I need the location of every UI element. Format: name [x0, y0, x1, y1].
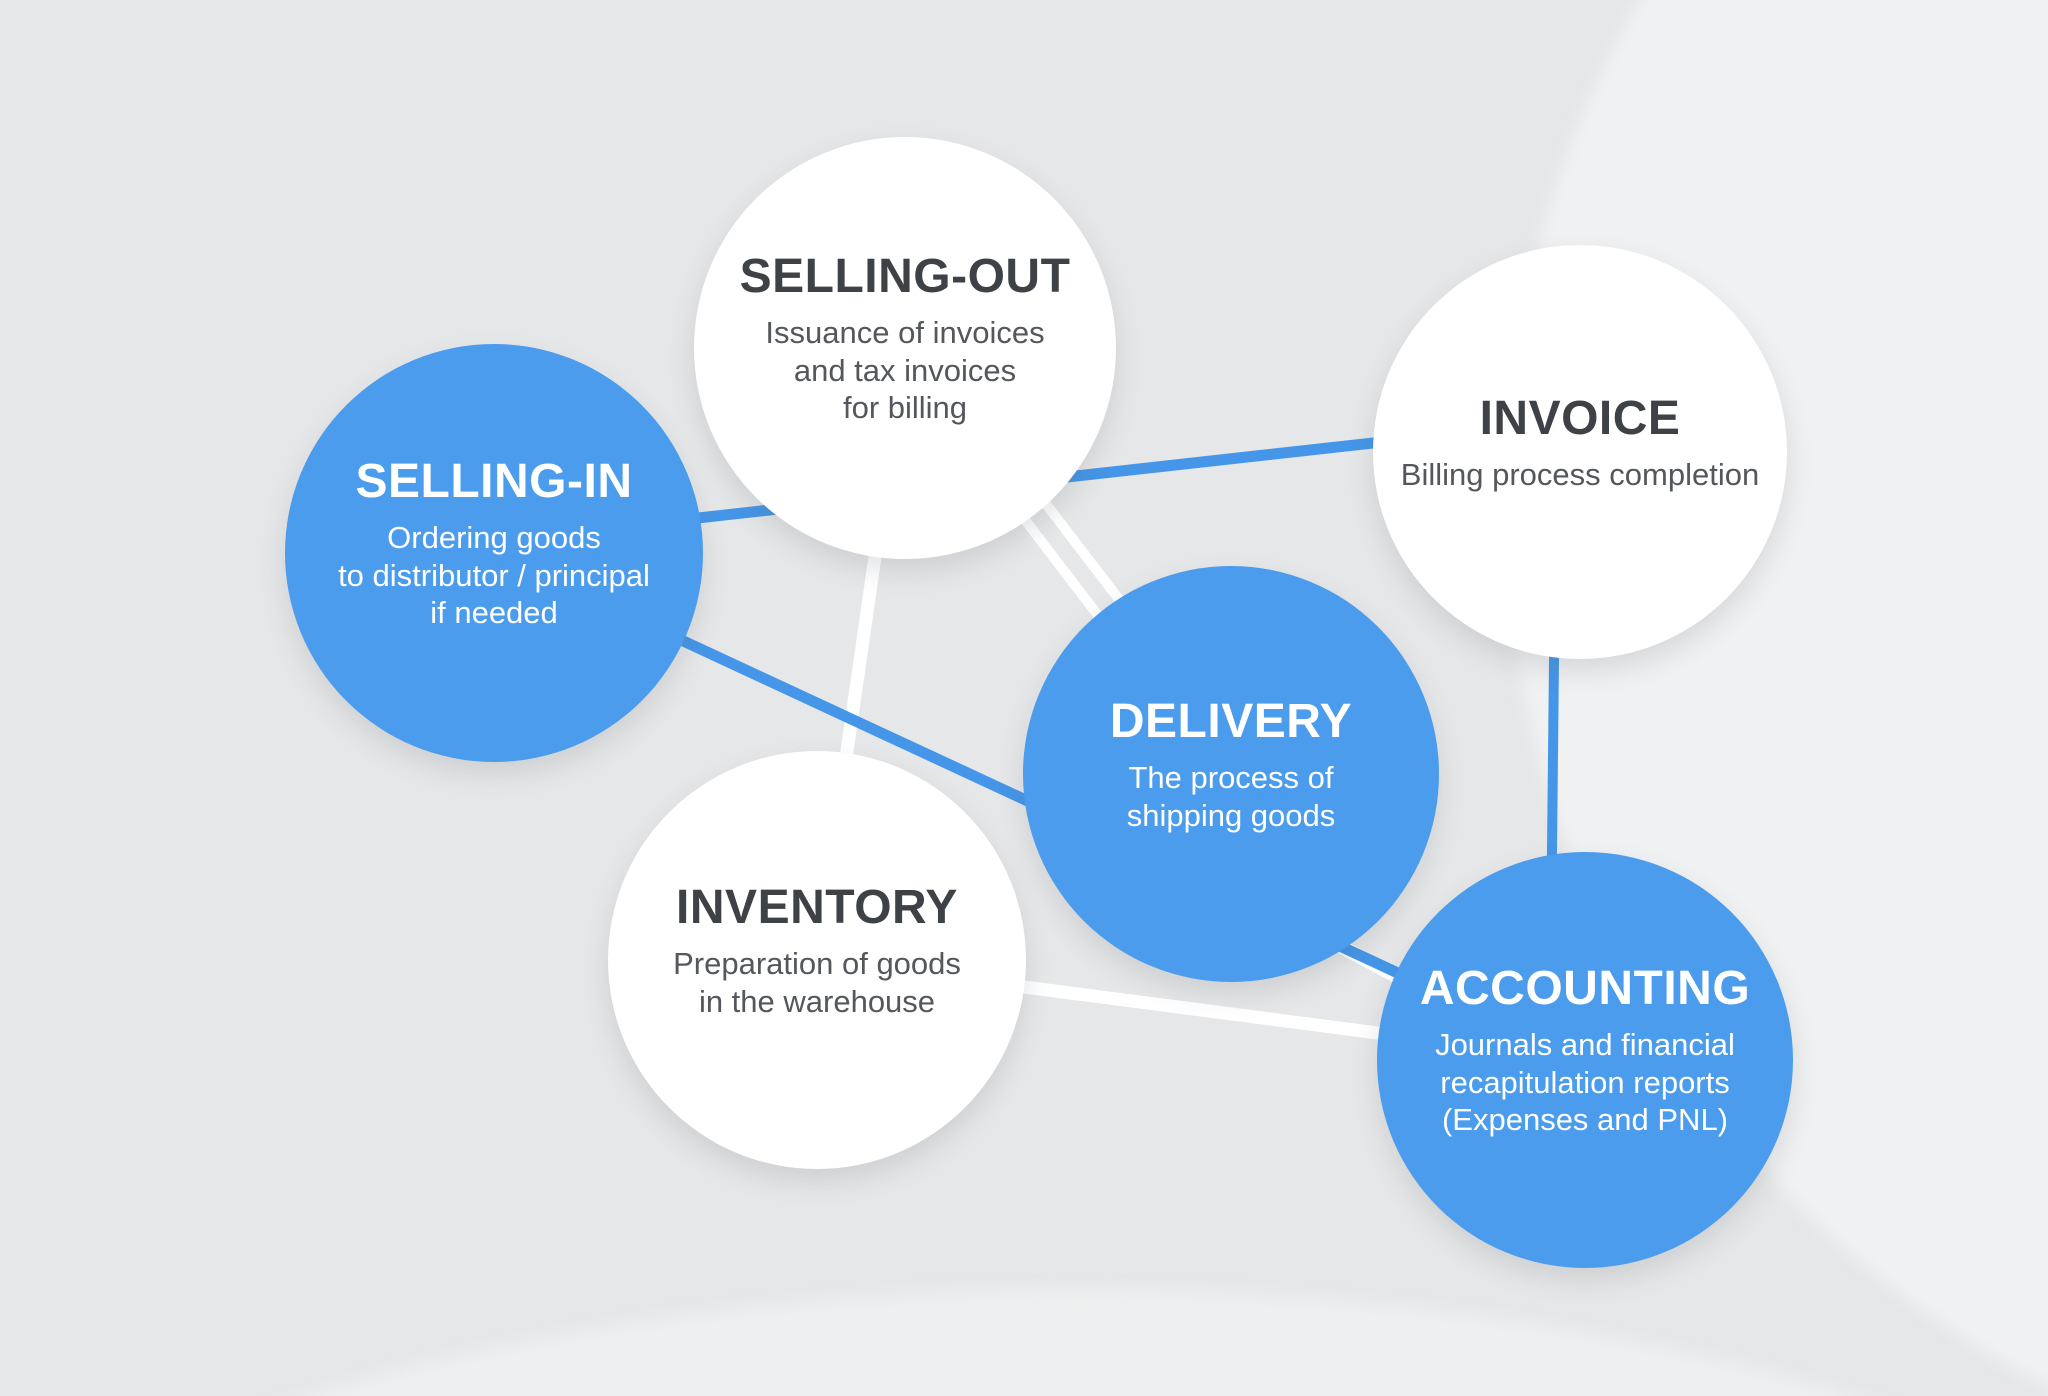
node-subtitle-line: and tax invoices: [793, 352, 1017, 388]
node-subtitle-line: Billing process completion: [1400, 456, 1760, 492]
node-text: INVOICE Billing process completion: [1373, 391, 1787, 494]
node-subtitle-line: to distributor / principal: [338, 557, 650, 593]
node-subtitle-line: in the warehouse: [698, 983, 936, 1019]
node-subtitle-line: Issuance of invoices: [765, 314, 1045, 350]
node-title: SELLING-OUT: [739, 249, 1071, 303]
node-subtitle-line: Journals and financial: [1435, 1026, 1735, 1062]
node-subtitle: Billing process completion: [1401, 456, 1759, 494]
node-title: INVOICE: [1479, 391, 1681, 445]
node-subtitle-line: Preparation of goods: [673, 945, 961, 981]
node-invoice: INVOICE Billing process completion: [1373, 245, 1787, 659]
node-subtitle-line: for billing: [842, 390, 968, 426]
node-title: INVENTORY: [676, 880, 958, 934]
node-subtitle-line: (Expenses and PNL): [1441, 1102, 1729, 1138]
node-title: ACCOUNTING: [1419, 961, 1751, 1015]
node-subtitle-line: The process of: [1128, 759, 1334, 795]
node-subtitle-line: if needed: [430, 595, 558, 631]
node-title: DELIVERY: [1109, 694, 1353, 748]
node-subtitle-line: shipping goods: [1126, 797, 1336, 833]
node-title: SELLING-IN: [355, 454, 633, 508]
node-subtitle-line: Ordering goods: [387, 519, 601, 555]
node-subtitle-line: recapitulation reports: [1440, 1064, 1730, 1100]
